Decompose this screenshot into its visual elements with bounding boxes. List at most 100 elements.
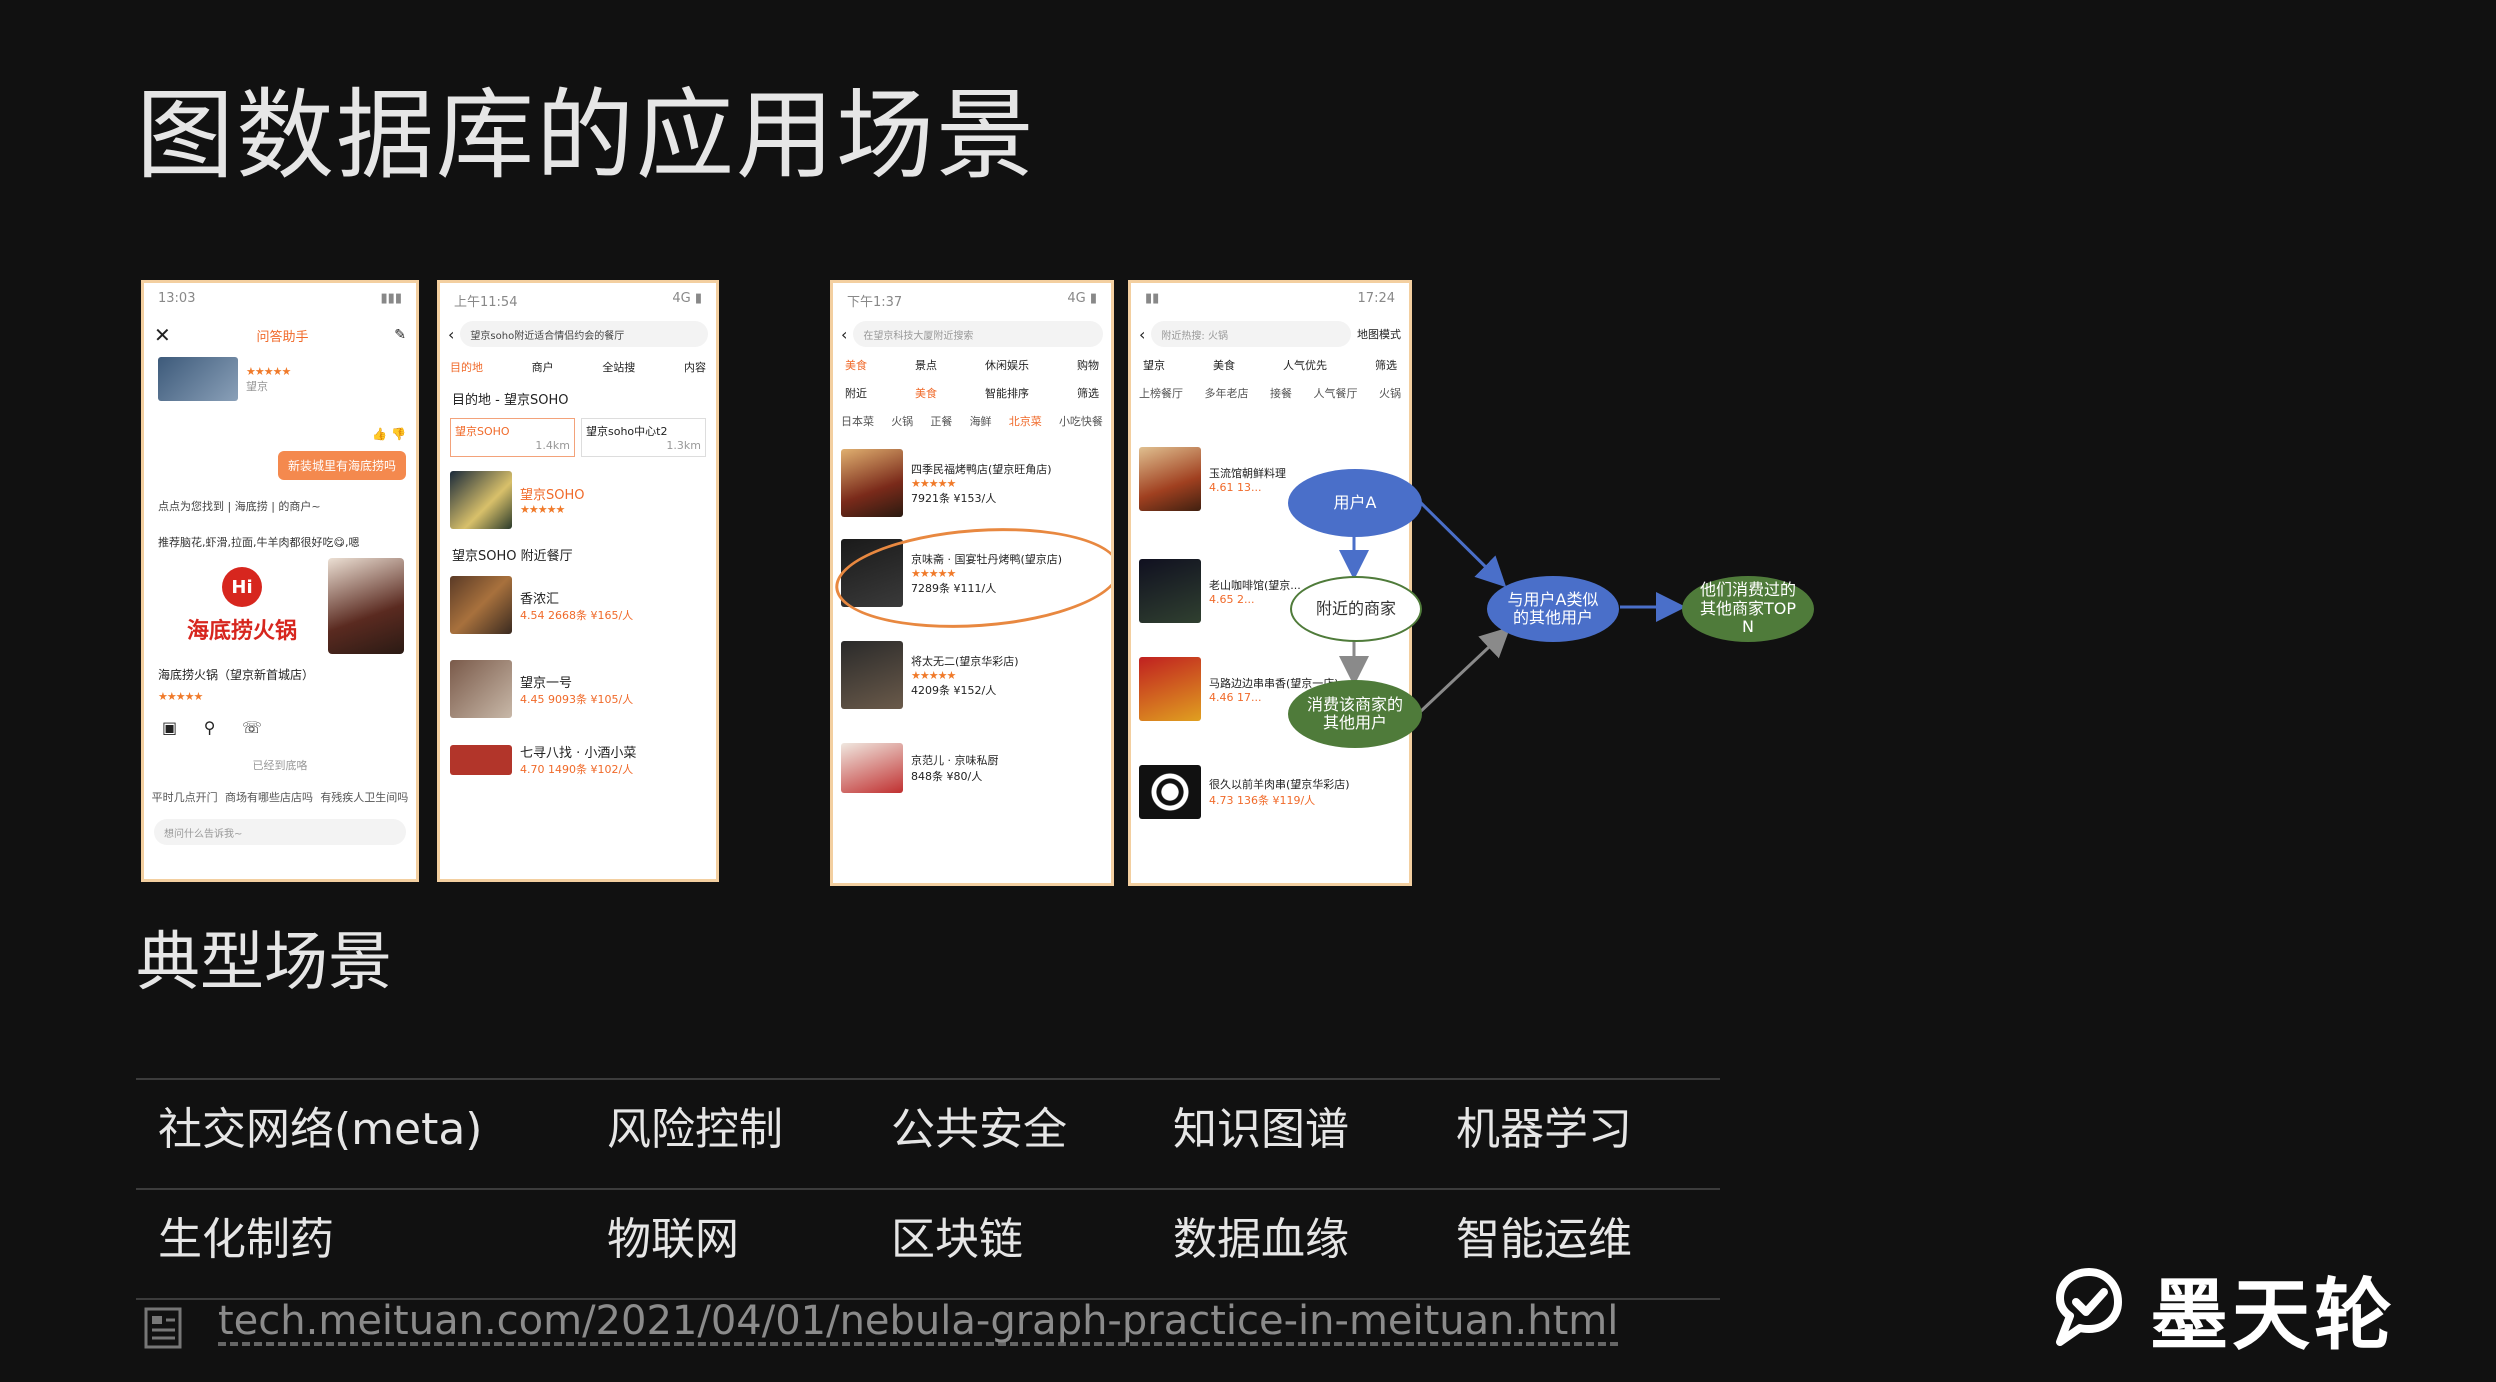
logo-mark-icon: [2056, 1268, 2122, 1346]
qa-answer: 点点为您找到 | 海底捞 | 的商户~: [158, 500, 321, 513]
shop-name-0[interactable]: 玉流馆朝鲜料理: [1209, 466, 1286, 480]
shop-meta-2: 4.70 1490条 ¥102/人: [520, 763, 634, 776]
filter-sort[interactable]: 智能排序: [985, 387, 1029, 400]
shop-name-2[interactable]: 将太无二(望京华彩店): [911, 654, 1019, 668]
cat-3[interactable]: 海鲜: [969, 415, 992, 428]
back-icon[interactable]: ‹: [448, 324, 455, 344]
shop-meta-2: 4209条 ¥152/人: [911, 683, 997, 697]
cat-2[interactable]: 正餐: [930, 415, 953, 428]
brand-name: 海底捞火锅: [186, 619, 297, 644]
chip-1[interactable]: 多年老店: [1204, 387, 1249, 400]
phone-screenshot-qa-assistant: 13:03▮▮▮ ✕ 问答助手 ✎ ★★★★★望京 👍 👎 新装城里有海底捞吗 …: [141, 280, 419, 882]
recommend-text: 推荐脑花,虾滑,拉面,牛羊肉都很好吃😋,嗯: [158, 536, 360, 549]
tab-site[interactable]: 全站搜: [602, 361, 636, 374]
end-of-list: 已经到底咯: [252, 759, 308, 772]
shop-name-0[interactable]: 四季民福烤鸭店(望京旺角店): [911, 462, 1052, 476]
cat-4[interactable]: 北京菜: [1008, 415, 1042, 428]
close-icon[interactable]: ✕: [154, 323, 171, 347]
section-subtitle: 典型场景: [136, 926, 392, 1000]
chip-2[interactable]: 有残疾人卫生间吗: [320, 791, 409, 804]
nav-icon[interactable]: ⚲: [203, 718, 216, 737]
chip-0[interactable]: 上榜餐厅: [1139, 387, 1183, 400]
shop-meta-0: 4.61 13...: [1209, 480, 1262, 494]
shop-name-2[interactable]: 马路边边串串香(望京一店): [1209, 676, 1339, 690]
slide-title: 图数据库的应用场景: [136, 79, 1037, 193]
tab-shopping[interactable]: 购物: [1077, 359, 1099, 372]
back-icon[interactable]: ‹: [841, 324, 848, 344]
shop-name-1[interactable]: 老山咖啡馆(望京...: [1209, 578, 1301, 592]
comment-icon[interactable]: ▣: [162, 718, 178, 737]
shop-meta-0: 4.54 2668条 ¥165/人: [520, 608, 634, 622]
filter-area[interactable]: 望京: [1143, 359, 1165, 372]
user-bubble: 新装城里有海底捞吗: [277, 451, 406, 480]
chip-2[interactable]: 接餐: [1270, 387, 1292, 400]
scenario-knowledge-graph: 知识图谱: [1173, 1104, 1349, 1155]
search-input[interactable]: 望京soho附近适合情侣约会的餐厅: [460, 321, 708, 347]
shop-meta-2: 4.46 17...: [1209, 690, 1262, 704]
status-time: 下午1:37: [847, 295, 903, 310]
node-topn-shops: 他们消费过的其他商家TOP N: [1682, 576, 1814, 642]
shop-name-1[interactable]: 望京一号: [520, 675, 573, 691]
scenario-data-lineage: 数据血缘: [1173, 1214, 1349, 1265]
shop-name-3[interactable]: 京范儿 · 京味私厨: [911, 754, 999, 767]
scenario-aiops: 智能运维: [1456, 1214, 1632, 1265]
shop-name-2[interactable]: 七寻八找 · 小酒小菜: [520, 746, 637, 761]
document-icon: [144, 1307, 182, 1349]
source-link[interactable]: tech.meituan.com/2021/04/01/nebula-graph…: [218, 1298, 1619, 1344]
scenario-risk-control: 风险控制: [607, 1104, 783, 1155]
shop-name[interactable]: 海底捞火锅（望京新首城店）: [158, 668, 315, 682]
node-nearby-shops: 附近的商家: [1290, 576, 1422, 642]
status-time: 上午11:54: [454, 295, 518, 310]
tab-shop[interactable]: 商户: [531, 361, 554, 374]
shop-meta-0: 7921条 ¥153/人: [911, 491, 997, 505]
search-input[interactable]: 在望京科技大厦附近搜索: [853, 321, 1103, 347]
modb-logo: 墨天轮: [2046, 1253, 2396, 1365]
scenario-social-network: 社交网络(meta): [158, 1104, 483, 1155]
shop-name-1[interactable]: 京味斋 · 国宴牡丹烤鸭(望京店): [911, 552, 1063, 566]
shop-meta-1: 7289条 ¥111/人: [911, 581, 997, 595]
chip-0[interactable]: 平时几点开门: [151, 791, 218, 804]
scenario-biopharma: 生化制药: [158, 1214, 334, 1265]
tab-destination[interactable]: 目的地: [450, 361, 483, 374]
node-user-a: 用户A: [1288, 469, 1422, 537]
back-icon[interactable]: ‹: [1139, 324, 1146, 344]
cat-1[interactable]: 火锅: [891, 415, 914, 428]
cat-0[interactable]: 日本菜: [841, 415, 874, 428]
node-shop-consumers: 消费该商家的其他用户: [1288, 680, 1422, 748]
poi-name[interactable]: 望京SOHO: [520, 488, 585, 503]
filter-more[interactable]: 筛选: [1375, 359, 1397, 372]
shop-meta-1: 4.45 9093条 ¥105/人: [520, 692, 634, 706]
qa-header: 问答助手: [256, 329, 309, 345]
filter-food[interactable]: 美食: [915, 387, 937, 400]
filter-popular[interactable]: 人气优先: [1283, 359, 1327, 372]
filter-nearby[interactable]: 附近: [845, 387, 867, 400]
phone-icon[interactable]: ☏: [241, 718, 262, 737]
tab-leisure[interactable]: 休闲娱乐: [985, 359, 1029, 372]
qa-input[interactable]: 想问什么告诉我~: [154, 819, 406, 845]
chip-4[interactable]: 火锅: [1379, 387, 1401, 400]
shop-name-3[interactable]: 很久以前羊肉串(望京华彩店): [1209, 778, 1350, 791]
cat-5[interactable]: 小吃快餐: [1058, 415, 1103, 428]
shop-meta-1: 4.65 2...: [1209, 592, 1255, 606]
search-input[interactable]: 附近热搜: 火锅: [1151, 321, 1351, 347]
edit-icon[interactable]: ✎: [394, 327, 406, 343]
tab-food[interactable]: 美食: [845, 359, 867, 372]
scenario-public-security: 公共安全: [891, 1104, 1067, 1155]
tab-content[interactable]: 内容: [683, 361, 706, 374]
scenario-machine-learning: 机器学习: [1456, 1104, 1632, 1155]
filter-more[interactable]: 筛选: [1077, 387, 1099, 400]
map-mode-button[interactable]: 地图模式: [1357, 328, 1401, 341]
filter-food[interactable]: 美食: [1213, 359, 1235, 372]
shop-name-0[interactable]: 香浓汇: [520, 591, 560, 607]
chip-3[interactable]: 人气餐厅: [1313, 387, 1358, 400]
phone-screenshot-hotpot-list: ▮▮17:24 ‹ 附近热搜: 火锅 地图模式 望京 美食 人气优先 筛选 上榜…: [1128, 280, 1412, 886]
shop-meta-3: 848条 ¥80/人: [911, 770, 983, 783]
table-line-mid: [136, 1188, 1720, 1190]
haidilao-logo-icon: Hi: [222, 567, 262, 607]
tab-scenic[interactable]: 景点: [915, 359, 937, 372]
chip-1[interactable]: 商场有哪些店店吗: [224, 791, 313, 804]
